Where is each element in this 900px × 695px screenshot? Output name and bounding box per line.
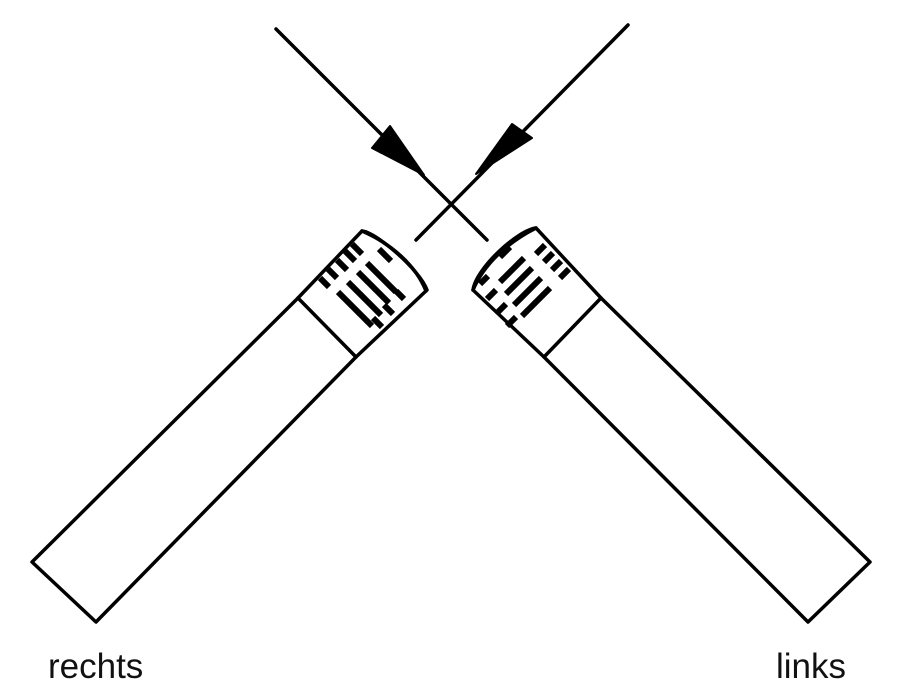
capsule-grille-slots — [317, 241, 407, 330]
sound-arrow-right-channel — [274, 27, 489, 242]
microphone-links — [471, 226, 872, 624]
label-links: links — [776, 647, 847, 686]
microphone-rechts — [30, 229, 429, 624]
capsule-grille-slots — [477, 242, 572, 329]
capsule-rim — [360, 229, 428, 293]
microphone-body — [542, 296, 872, 624]
label-rechts: rechts — [48, 647, 144, 686]
arrow-line — [274, 27, 489, 242]
sound-arrow-left-channel — [414, 23, 630, 242]
arrow-head-icon — [475, 123, 533, 175]
capsule-rim — [471, 226, 538, 292]
microphone-body — [30, 296, 358, 624]
arrow-head-icon — [371, 125, 425, 176]
